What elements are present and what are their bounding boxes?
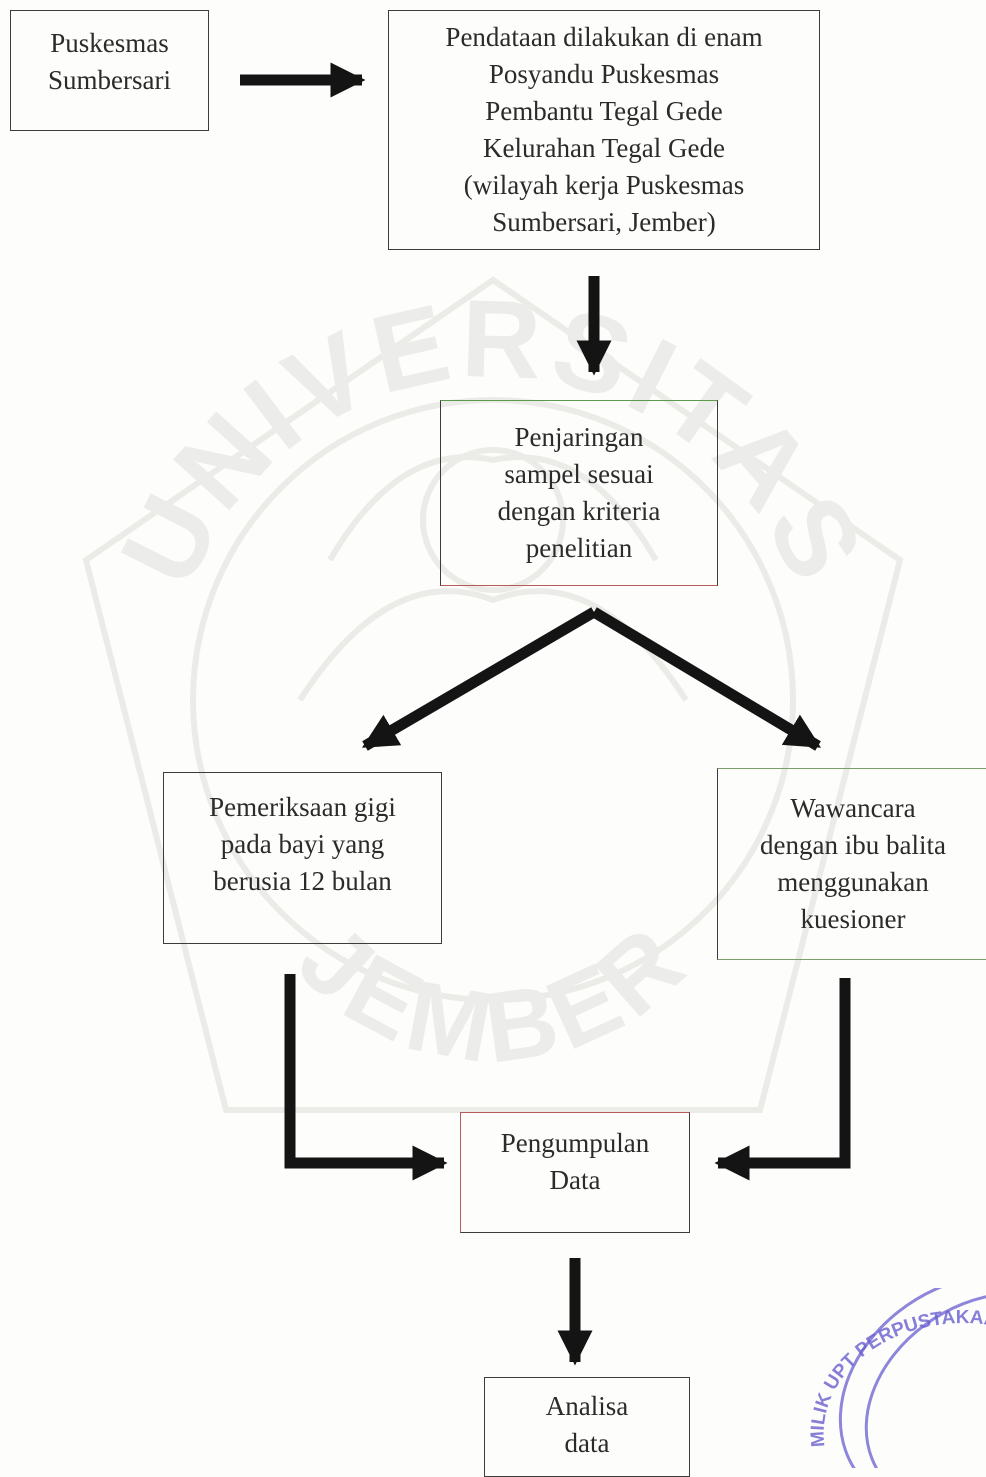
box-pemeriksaan-gigi: Pemeriksaan gigi pada bayi yang berusia … [163,772,442,944]
arrow-penjaringan-to-pemeriksaan [361,607,597,751]
box-pendataan: Pendataan dilakukan di enam Posyandu Pus… [388,10,820,250]
arrow-pemeriksaan-to-pengumpulan [284,974,448,1181]
box-puskesmas-sumbersari: Puskesmas Sumbersari [10,10,209,131]
arrow-wawancara-to-pengumpulan [714,978,851,1181]
arrow-penjaringan-to-wawancara [591,607,822,751]
box-pengumpulan-data: Pengumpulan Data [460,1112,690,1233]
box-wawancara: Wawancara dengan ibu balita menggunakan … [717,768,986,960]
box-analisa-data: Analisa data [484,1377,690,1477]
box-penjaringan-sampel: Penjaringan sampel sesuai dengan kriteri… [440,400,718,586]
